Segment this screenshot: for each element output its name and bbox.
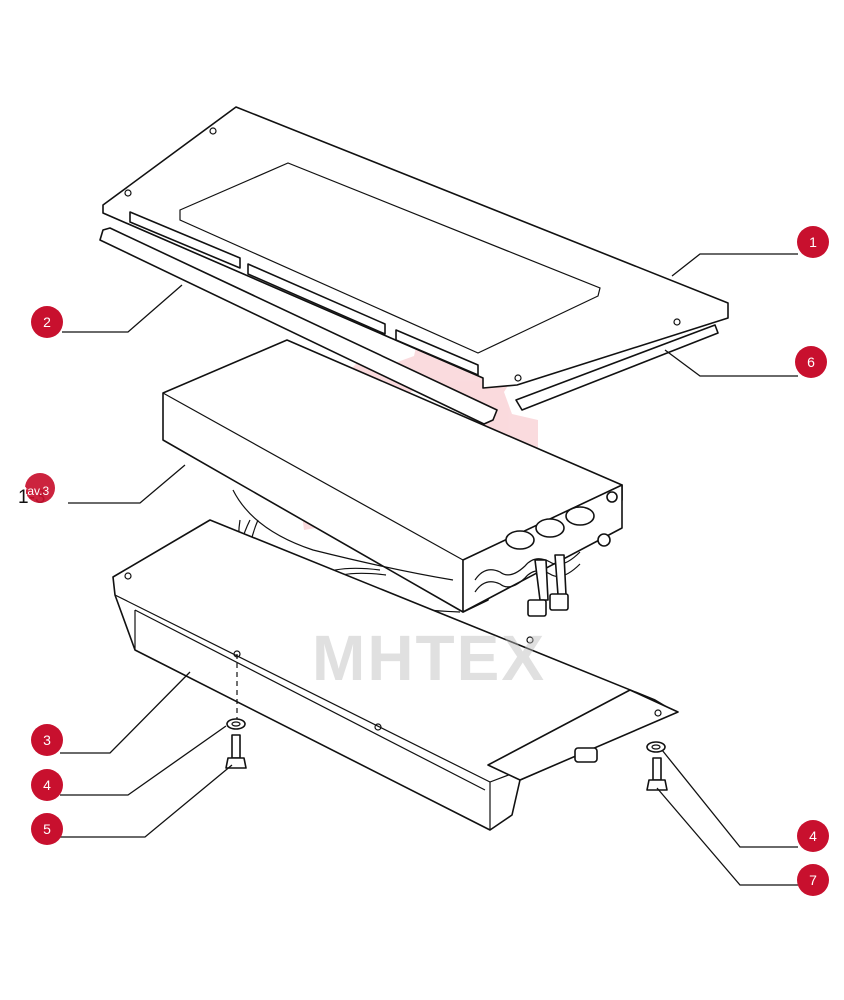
gasket-strip-right [515, 324, 719, 411]
svg-text:4: 4 [809, 828, 817, 844]
callout-4-left: 4 [31, 769, 63, 801]
callout-5: 5 [31, 813, 63, 845]
svg-text:5: 5 [43, 821, 51, 837]
bolt-right [646, 757, 668, 791]
bolt-left [225, 734, 247, 769]
callout-7: 7 [797, 864, 829, 896]
callout-2: 2 [31, 306, 63, 338]
top-cover-panel [102, 106, 729, 389]
washer-right [646, 741, 666, 753]
svg-text:3: 3 [43, 732, 51, 748]
svg-text:4: 4 [43, 777, 51, 793]
svg-text:6: 6 [807, 354, 815, 370]
gasket-strip-left [99, 211, 498, 425]
callout-4-right: 4 [797, 820, 829, 852]
callout-6: 6 [795, 346, 827, 378]
svg-text:7: 7 [809, 872, 817, 888]
washer-left [226, 718, 246, 730]
svg-text:2: 2 [43, 314, 51, 330]
leader-lines [60, 253, 798, 886]
bottom-tray [112, 519, 679, 831]
reference-callout: 1-3 tav.3 [18, 473, 55, 508]
watermark-text: MHTEX [312, 622, 546, 694]
heat-exchanger-box [162, 339, 623, 617]
callout-1: 1 [797, 226, 829, 258]
callout-3: 3 [31, 724, 63, 756]
reference-badge-text: tav.3 [24, 484, 49, 498]
svg-text:1: 1 [809, 234, 817, 250]
